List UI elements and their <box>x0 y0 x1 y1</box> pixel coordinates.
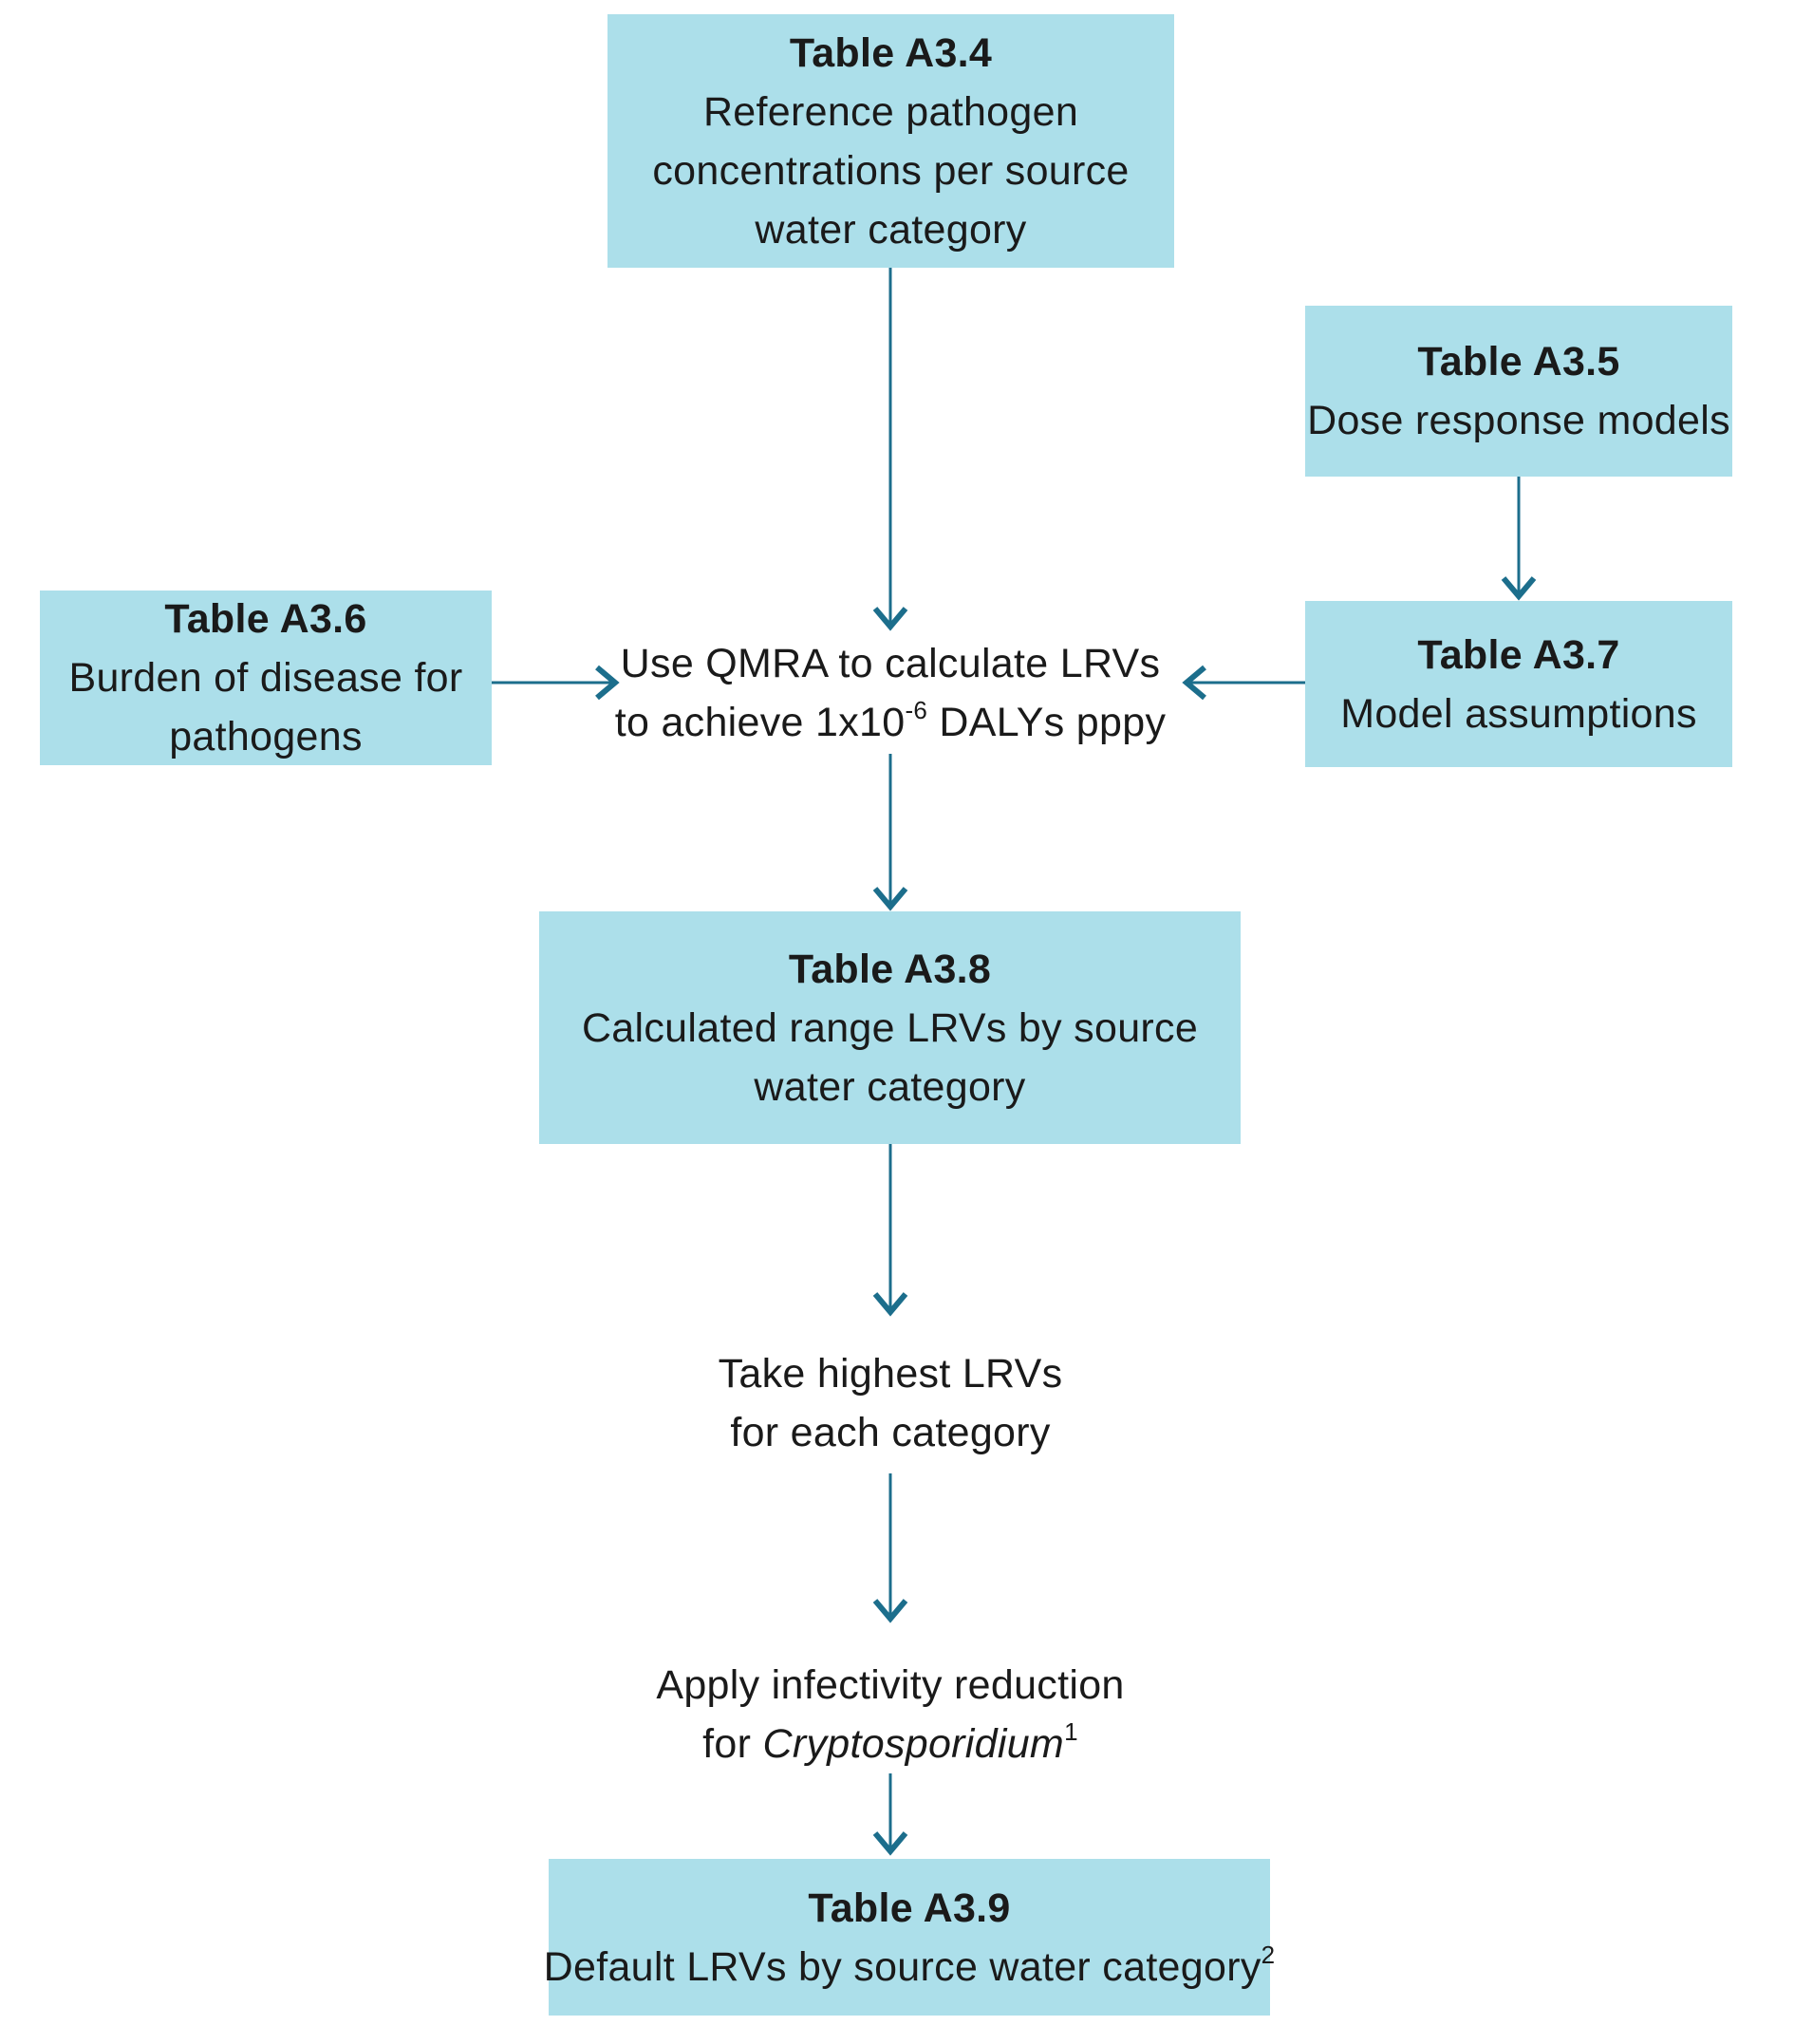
label-apply-infectivity-line1: Apply infectivity reduction <box>656 1662 1125 1708</box>
node-table-a3-9: Table A3.9 Default LRVs by source water … <box>544 1859 1275 2016</box>
arrow-a36-to-qmra <box>492 665 620 701</box>
label-qmra-line1: Use QMRA to calculate LRVs <box>620 641 1161 686</box>
arrow-apply-to-a39 <box>872 1773 908 1856</box>
node-table-a3-6: Table A3.6 Burden of disease for pathoge… <box>40 591 492 765</box>
node-table-a3-9-body-text: Default LRVs by source water category <box>543 1943 1261 1990</box>
label-take-highest-line1: Take highest LRVs <box>718 1351 1063 1397</box>
node-table-a3-9-body: Default LRVs by source water category2 <box>544 1938 1276 1997</box>
node-table-a3-8: Table A3.8 Calculated range LRVs by sour… <box>539 911 1241 1144</box>
node-table-a3-5-body: Dose response models <box>1307 398 1730 443</box>
label-take-highest: Take highest LRVs for each category <box>606 1344 1175 1462</box>
node-table-a3-9-body-sup: 2 <box>1261 1940 1276 1969</box>
node-table-a3-4-title: Table A3.4 <box>789 29 993 76</box>
node-table-a3-7: Table A3.7 Model assumptions <box>1305 601 1732 767</box>
label-qmra: Use QMRA to calculate LRVs to achieve 1x… <box>511 634 1270 752</box>
label-qmra-line2: to achieve 1x10-6 DALYs pppy <box>511 693 1270 752</box>
arrow-qmra-to-a38 <box>872 754 908 911</box>
label-qmra-line2-pre: to achieve 1x10 <box>614 700 906 745</box>
label-apply-infectivity-line2-pre: for <box>702 1721 763 1767</box>
node-table-a3-6-body: Burden of disease for pathogens <box>68 655 463 759</box>
arrow-a37-to-qmra <box>1182 665 1305 701</box>
label-take-highest-line2: for each category <box>730 1410 1051 1455</box>
arrow-a38-to-take-highest <box>872 1144 908 1317</box>
label-apply-infectivity-line2-italic: Cryptosporidium <box>762 1721 1065 1767</box>
node-table-a3-4: Table A3.4 Reference pathogen concentrat… <box>607 14 1174 268</box>
node-table-a3-5: Table A3.5 Dose response models <box>1305 306 1732 477</box>
node-table-a3-6-title: Table A3.6 <box>164 596 367 642</box>
node-table-a3-7-title: Table A3.7 <box>1417 631 1620 678</box>
label-apply-infectivity-line2: for Cryptosporidium1 <box>558 1715 1223 1773</box>
arrow-a34-to-qmra <box>872 268 908 631</box>
label-apply-infectivity-line2-sup: 1 <box>1064 1717 1078 1746</box>
node-table-a3-5-title: Table A3.5 <box>1417 339 1620 384</box>
node-table-a3-4-body: Reference pathogen concentrations per so… <box>652 88 1130 253</box>
label-qmra-line2-sup: -6 <box>905 696 928 724</box>
label-qmra-line2-post: DALYs pppy <box>927 700 1167 745</box>
arrow-a35-to-a37 <box>1501 477 1537 601</box>
label-apply-infectivity: Apply infectivity reduction for Cryptosp… <box>558 1656 1223 1773</box>
node-table-a3-8-title: Table A3.8 <box>788 946 992 992</box>
node-table-a3-8-body: Calculated range LRVs by source water ca… <box>581 1004 1199 1110</box>
arrow-take-highest-to-apply <box>872 1473 908 1623</box>
node-table-a3-7-body: Model assumptions <box>1340 690 1697 737</box>
node-table-a3-9-title: Table A3.9 <box>808 1885 1011 1931</box>
